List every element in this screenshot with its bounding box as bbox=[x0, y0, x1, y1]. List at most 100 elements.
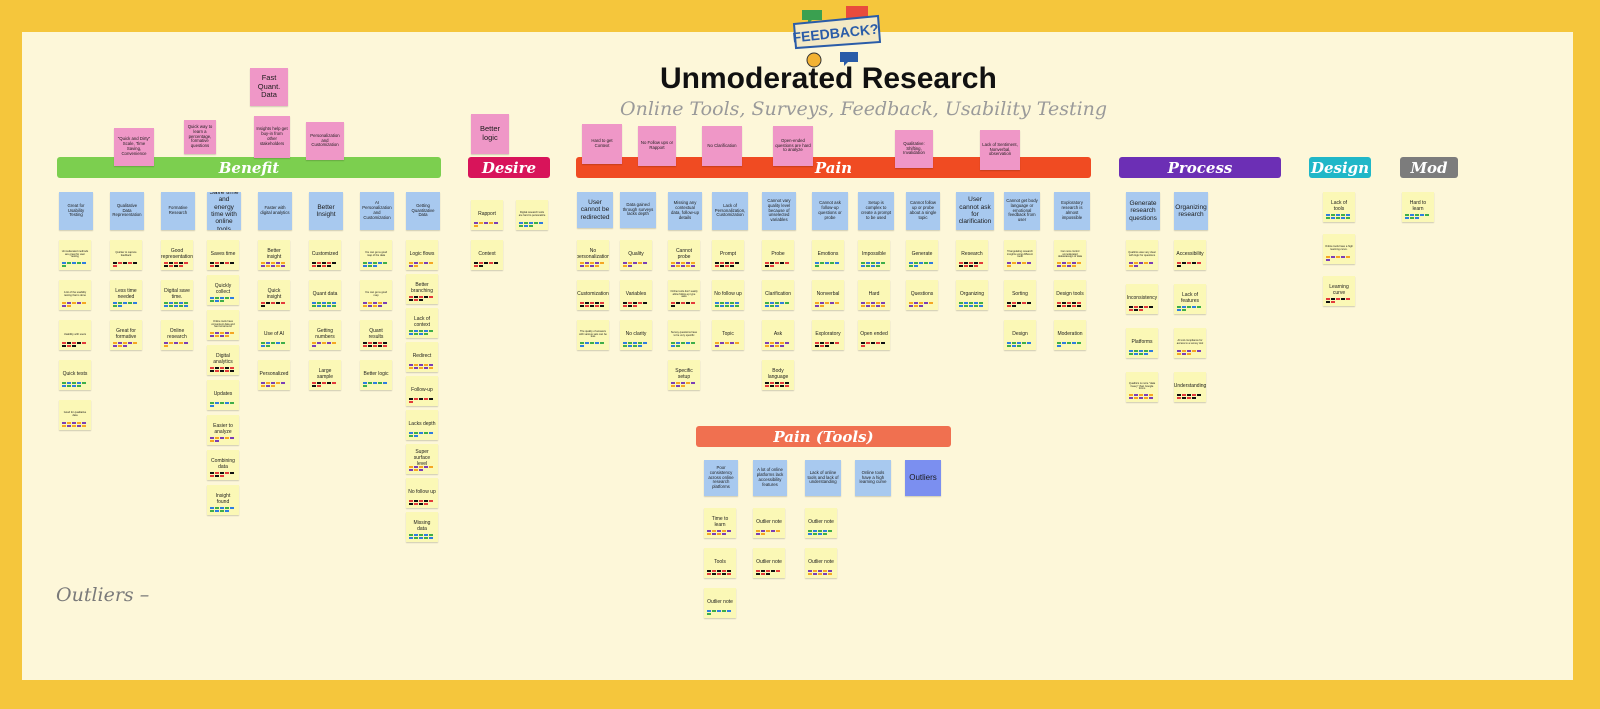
pink-sticky-note[interactable]: Personalization and Customization bbox=[306, 122, 344, 160]
yellow-sticky-note[interactable]: Prompt bbox=[712, 240, 744, 270]
yellow-sticky-note[interactable]: Hard bbox=[858, 280, 890, 310]
yellow-sticky-note[interactable]: Redirect bbox=[406, 342, 438, 372]
yellow-sticky-note[interactable]: Lack of features bbox=[1174, 284, 1206, 314]
yellow-sticky-note[interactable]: Insight found bbox=[207, 485, 239, 515]
yellow-sticky-note[interactable]: Follow-up bbox=[406, 376, 438, 406]
yellow-sticky-note[interactable]: Quicker to capture feedback bbox=[110, 240, 142, 270]
yellow-sticky-note[interactable]: Online tools don't easily allow follow-u… bbox=[668, 280, 700, 310]
blue-sticky-note[interactable]: Lack of Personalization, Customization bbox=[712, 192, 748, 230]
blue-sticky-note[interactable]: Great for Usability Testing bbox=[59, 192, 93, 230]
pink-sticky-note[interactable]: "Quick and Dirty" Scale, Time Saving, Co… bbox=[114, 128, 154, 166]
yellow-sticky-note[interactable]: Getting numbers bbox=[309, 320, 341, 350]
yellow-sticky-note[interactable]: Customized bbox=[309, 240, 341, 270]
yellow-sticky-note[interactable]: Great for formative bbox=[110, 320, 142, 350]
yellow-sticky-note[interactable]: Body language bbox=[762, 360, 794, 390]
pink-sticky-note[interactable]: Lack of Sentiment, Nonverbal, observatio… bbox=[980, 130, 1020, 170]
yellow-sticky-note[interactable]: Rapport bbox=[471, 200, 503, 230]
yellow-sticky-note[interactable]: Online research bbox=[161, 320, 193, 350]
yellow-sticky-note[interactable]: Hard to learn bbox=[1402, 192, 1434, 222]
yellow-sticky-note[interactable]: Qualtrics was very clear with logic for … bbox=[1126, 240, 1158, 270]
yellow-sticky-note[interactable]: Organizing bbox=[956, 280, 988, 310]
yellow-sticky-note[interactable]: Quant data bbox=[309, 280, 341, 310]
yellow-sticky-note[interactable]: Quant results bbox=[360, 320, 392, 350]
yellow-sticky-note[interactable]: Outlier note bbox=[704, 588, 736, 618]
yellow-sticky-note[interactable]: Lack of tools bbox=[1323, 192, 1355, 222]
yellow-sticky-note[interactable]: A lot of the usability testing that is d… bbox=[59, 280, 91, 310]
pink-sticky-note[interactable]: Better logic bbox=[471, 114, 509, 154]
yellow-sticky-note[interactable]: Outlier note bbox=[805, 548, 837, 578]
yellow-sticky-note[interactable]: Ask bbox=[762, 320, 794, 350]
yellow-sticky-note[interactable]: Clarification bbox=[762, 280, 794, 310]
yellow-sticky-note[interactable]: Exploratory bbox=[812, 320, 844, 350]
yellow-sticky-note[interactable]: Variables bbox=[620, 280, 652, 310]
yellow-sticky-note[interactable]: Unmoderated methods are great for user t… bbox=[59, 240, 91, 270]
yellow-sticky-note[interactable]: Outlier note bbox=[805, 508, 837, 538]
yellow-sticky-note[interactable]: Nonverbal bbox=[812, 280, 844, 310]
yellow-sticky-note[interactable]: Questions bbox=[906, 280, 938, 310]
section-bar-pain-tools[interactable]: Pain (Tools) bbox=[696, 426, 951, 447]
section-bar-desire[interactable]: Desire bbox=[468, 157, 550, 178]
pink-sticky-note[interactable]: Qualitative: Shifting, Invalidation bbox=[895, 130, 933, 168]
yellow-sticky-note[interactable]: Digital research tools are hard to perso… bbox=[516, 200, 548, 230]
yellow-sticky-note[interactable]: AI tool compliance for access to a surve… bbox=[1174, 328, 1206, 358]
pink-sticky-note[interactable]: Hard to get Context bbox=[582, 124, 622, 164]
blue-sticky-note[interactable]: Better Insight bbox=[309, 192, 343, 230]
blue-sticky-note[interactable]: AI Personalization and Customization bbox=[360, 192, 394, 230]
yellow-sticky-note[interactable]: Emotions bbox=[812, 240, 844, 270]
yellow-sticky-note[interactable]: Moderation bbox=[1054, 320, 1086, 350]
yellow-sticky-note[interactable]: Specific setup bbox=[668, 360, 700, 390]
blue-sticky-note[interactable]: Lack of online tools and lack of underst… bbox=[805, 460, 841, 496]
yellow-sticky-note[interactable]: Can now control unmoderated delete/assig… bbox=[1054, 240, 1086, 270]
blue-sticky-note[interactable]: Generate research questions bbox=[1126, 192, 1160, 230]
yellow-sticky-note[interactable]: Sorting bbox=[1004, 280, 1036, 310]
yellow-sticky-note[interactable]: Quick tests bbox=[59, 360, 91, 390]
yellow-sticky-note[interactable]: Quickly collect bbox=[207, 275, 239, 305]
yellow-sticky-note[interactable]: Context bbox=[471, 240, 503, 270]
yellow-sticky-note[interactable]: You can get a good map of the data bbox=[360, 240, 392, 270]
yellow-sticky-note[interactable]: Easier to analyze bbox=[207, 415, 239, 445]
whiteboard-canvas[interactable]: FEEDBACK? Unmoderated Research Online To… bbox=[22, 6, 1573, 680]
yellow-sticky-note[interactable]: Design bbox=[1004, 320, 1036, 350]
yellow-sticky-note[interactable]: Tools bbox=[704, 548, 736, 578]
blue-sticky-note[interactable]: Online tools have a high learning curve bbox=[855, 460, 891, 496]
yellow-sticky-note[interactable]: Inconsistency bbox=[1126, 284, 1158, 314]
yellow-sticky-note[interactable]: Accessibility bbox=[1174, 240, 1206, 270]
yellow-sticky-note[interactable]: Good for qualitative data bbox=[59, 400, 91, 430]
yellow-sticky-note[interactable]: Large sample bbox=[309, 360, 341, 390]
blue-sticky-note[interactable]: Data gained through surveys lacks depth bbox=[620, 192, 656, 228]
blue-sticky-note[interactable]: Faster with digital analytics bbox=[258, 192, 292, 230]
blue-sticky-note[interactable]: Outliers bbox=[905, 460, 941, 496]
yellow-sticky-note[interactable]: Digital analytics bbox=[207, 345, 239, 375]
section-bar-mod[interactable]: Mod bbox=[1400, 157, 1458, 178]
yellow-sticky-note[interactable]: Impossible bbox=[858, 240, 890, 270]
yellow-sticky-note[interactable]: Digital save time. bbox=[161, 280, 193, 310]
blue-sticky-note[interactable]: Poor consistency across online research … bbox=[704, 460, 738, 496]
yellow-sticky-note[interactable]: Less time needed bbox=[110, 280, 142, 310]
yellow-sticky-note[interactable]: Better branching bbox=[406, 274, 438, 304]
yellow-sticky-note[interactable]: Design tools bbox=[1054, 280, 1086, 310]
yellow-sticky-note[interactable]: Combining data bbox=[207, 450, 239, 480]
yellow-sticky-note[interactable]: Good representation bbox=[161, 240, 193, 270]
pink-sticky-note[interactable]: Fast Quant. Data bbox=[250, 68, 288, 106]
blue-sticky-note[interactable]: User cannot ask for clarification bbox=[956, 192, 994, 230]
yellow-sticky-note[interactable]: Survey questions have to be very specifi… bbox=[668, 320, 700, 350]
blue-sticky-note[interactable]: Cannot get body language or emotional fe… bbox=[1004, 192, 1040, 230]
yellow-sticky-note[interactable]: No follow up bbox=[406, 478, 438, 508]
yellow-sticky-note[interactable]: Logic flows bbox=[406, 240, 438, 270]
pink-sticky-note[interactable]: No Clarification bbox=[702, 126, 742, 166]
blue-sticky-note[interactable]: Formative Research bbox=[161, 192, 195, 230]
section-bar-design[interactable]: Design bbox=[1309, 157, 1371, 178]
yellow-sticky-note[interactable]: Personalized bbox=[258, 360, 290, 390]
pink-sticky-note[interactable]: Quick way to learn a percentage, formati… bbox=[184, 120, 216, 154]
yellow-sticky-note[interactable]: No follow up bbox=[712, 280, 744, 310]
yellow-sticky-note[interactable]: Topic bbox=[712, 320, 744, 350]
blue-sticky-note[interactable]: Missing any contextual data, follow-up d… bbox=[668, 192, 702, 230]
yellow-sticky-note[interactable]: Cannot probe bbox=[668, 240, 700, 270]
yellow-sticky-note[interactable]: Understanding bbox=[1174, 372, 1206, 402]
yellow-sticky-note[interactable]: No clarity bbox=[620, 320, 652, 350]
yellow-sticky-note[interactable]: Saves time bbox=[207, 240, 239, 270]
yellow-sticky-note[interactable]: Online tools have a high learning curve. bbox=[1323, 234, 1355, 264]
yellow-sticky-note[interactable]: You can get a good map bbox=[360, 280, 392, 310]
yellow-sticky-note[interactable]: Super surface level bbox=[406, 444, 438, 474]
yellow-sticky-note[interactable]: No personalization bbox=[577, 240, 609, 270]
